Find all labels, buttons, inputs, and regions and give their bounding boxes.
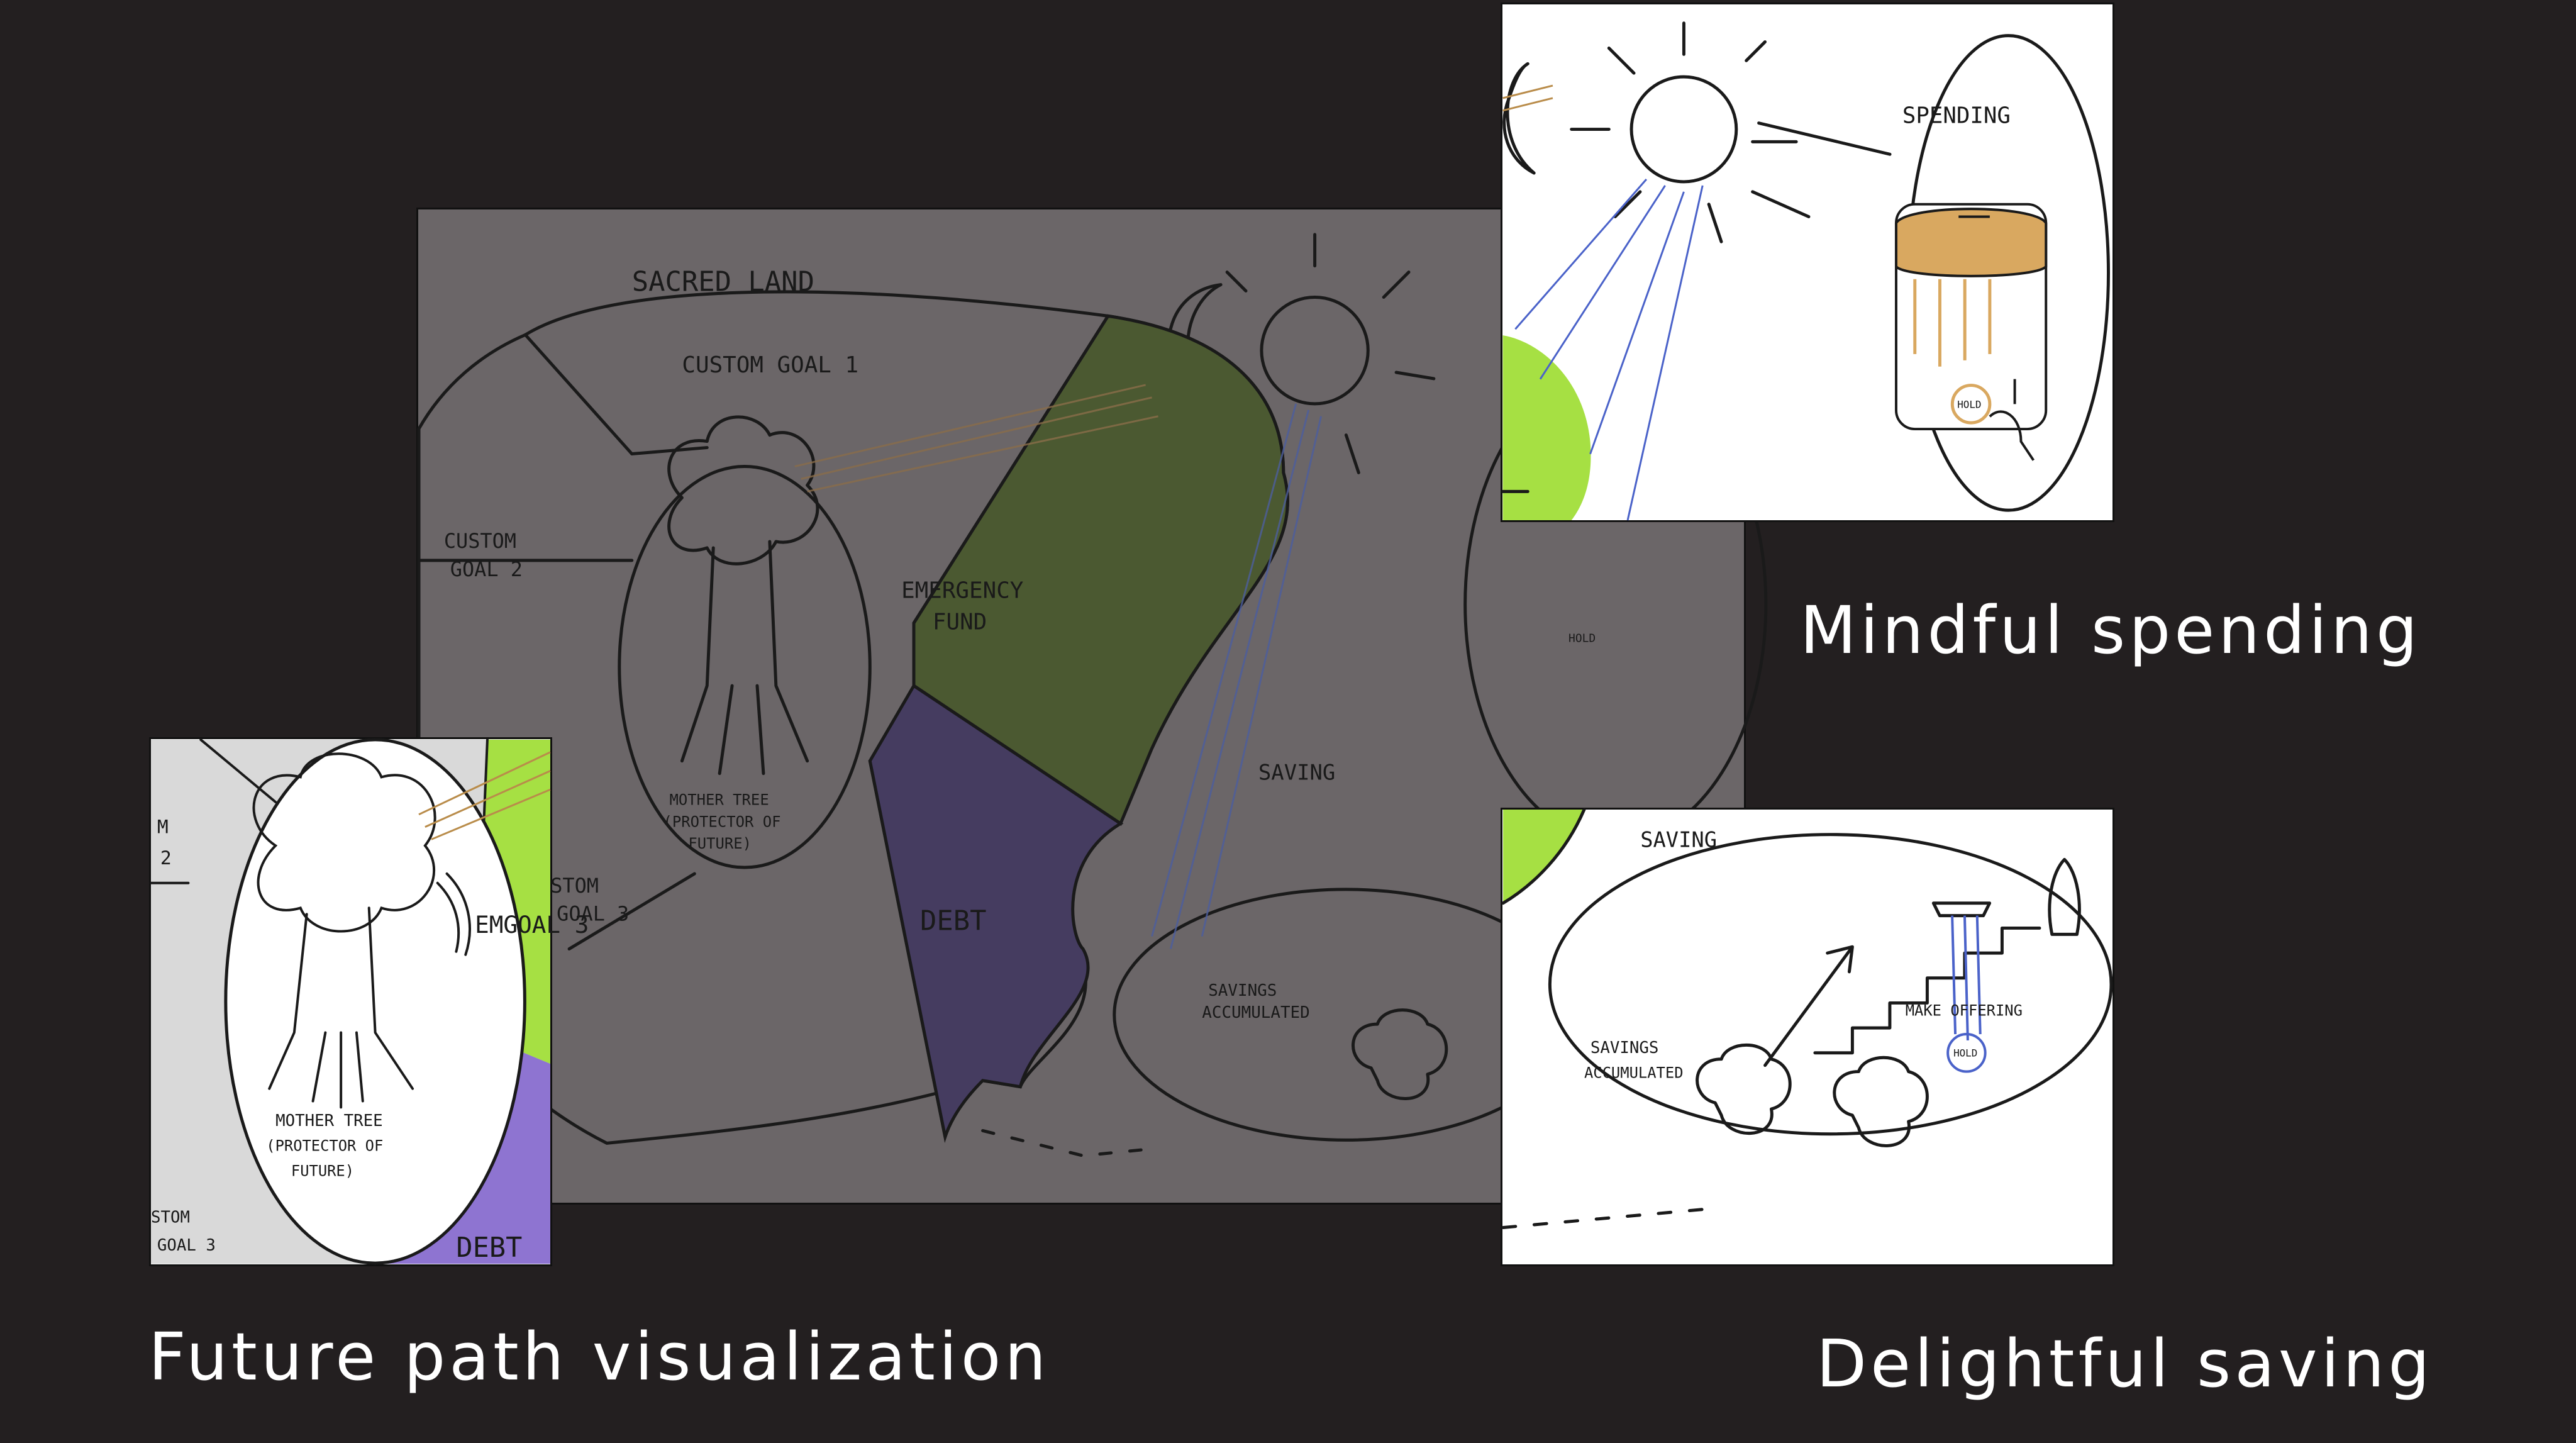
zoom-custom-goal-2-line1: M <box>157 816 169 838</box>
mother-tree-label-line1: MOTHER TREE <box>669 791 769 808</box>
mother-tree-label-line2: (PROTECTOR OF <box>663 813 781 830</box>
custom-goal-2-label-line2: GOAL 2 <box>450 557 523 581</box>
mother-tree-label-line3: FUTURE) <box>688 835 752 852</box>
save-saving-label: SAVING <box>1640 828 1717 852</box>
save-hold-label: HOLD <box>1953 1047 1977 1059</box>
saving-label: SAVING <box>1258 760 1335 785</box>
savings-accumulated-label-line2: ACCUMULATED <box>1202 1003 1309 1022</box>
debt-label: DEBT <box>920 905 987 937</box>
emergency-fund-label-line2: FUND <box>933 609 987 635</box>
custom-goal-2-label-line1: CUSTOM <box>444 529 516 553</box>
spend-hold-label: HOLD <box>1957 398 1981 410</box>
future-path-caption: Future path visualization <box>148 1318 1050 1395</box>
zoom-emergency-label: EMGOAL 3 <box>475 911 589 939</box>
zoom-custom-goal-3-line2: GOAL 3 <box>157 1236 216 1255</box>
hold-button-label: HOLD <box>1568 632 1596 645</box>
sacred-land-label: SACRED LAND <box>632 266 814 298</box>
make-offering-label: MAKE OFFERING <box>1906 1001 2023 1019</box>
custom-goal-3-label-line1: STOM <box>550 874 599 898</box>
zoom-mother-tree-line1: MOTHER TREE <box>275 1112 383 1130</box>
zoom-mother-tree-line2: (PROTECTOR OF <box>266 1137 383 1155</box>
custom-goal-1-label: CUSTOM GOAL 1 <box>682 352 858 378</box>
savings-accumulated-label-line1: SAVINGS <box>1208 981 1277 1000</box>
save-savings-accumulated-line1: SAVINGS <box>1591 1039 1659 1057</box>
spending-label: SPENDING <box>1902 103 2011 129</box>
save-savings-accumulated-line2: ACCUMULATED <box>1584 1064 1684 1081</box>
emergency-fund-label-line1: EMERGENCY <box>901 578 1023 604</box>
zoom-custom-goal-2-line2: 2 <box>160 847 172 869</box>
zoom-debt-label: DEBT <box>456 1232 522 1264</box>
zoom-mother-tree-line3: FUTURE) <box>291 1162 354 1179</box>
saving-zoom-panel: SAVING SAVINGS ACCUMULATED MAKE OFFERING… <box>1501 808 2114 1266</box>
future-path-zoom-panel: M 2 EMGOAL 3 MOTHER TREE (PROTECTOR OF F… <box>149 737 589 1266</box>
zoom-custom-goal-3-line1: STOM <box>151 1208 190 1227</box>
mindful-spending-caption: Mindful spending <box>1800 592 2421 669</box>
spending-zoom-panel: SPENDING HOLD <box>1501 3 2114 522</box>
custom-goal-3-label-line2: GOAL 3 <box>557 902 629 926</box>
delightful-saving-caption: Delightful saving <box>1816 1325 2434 1402</box>
